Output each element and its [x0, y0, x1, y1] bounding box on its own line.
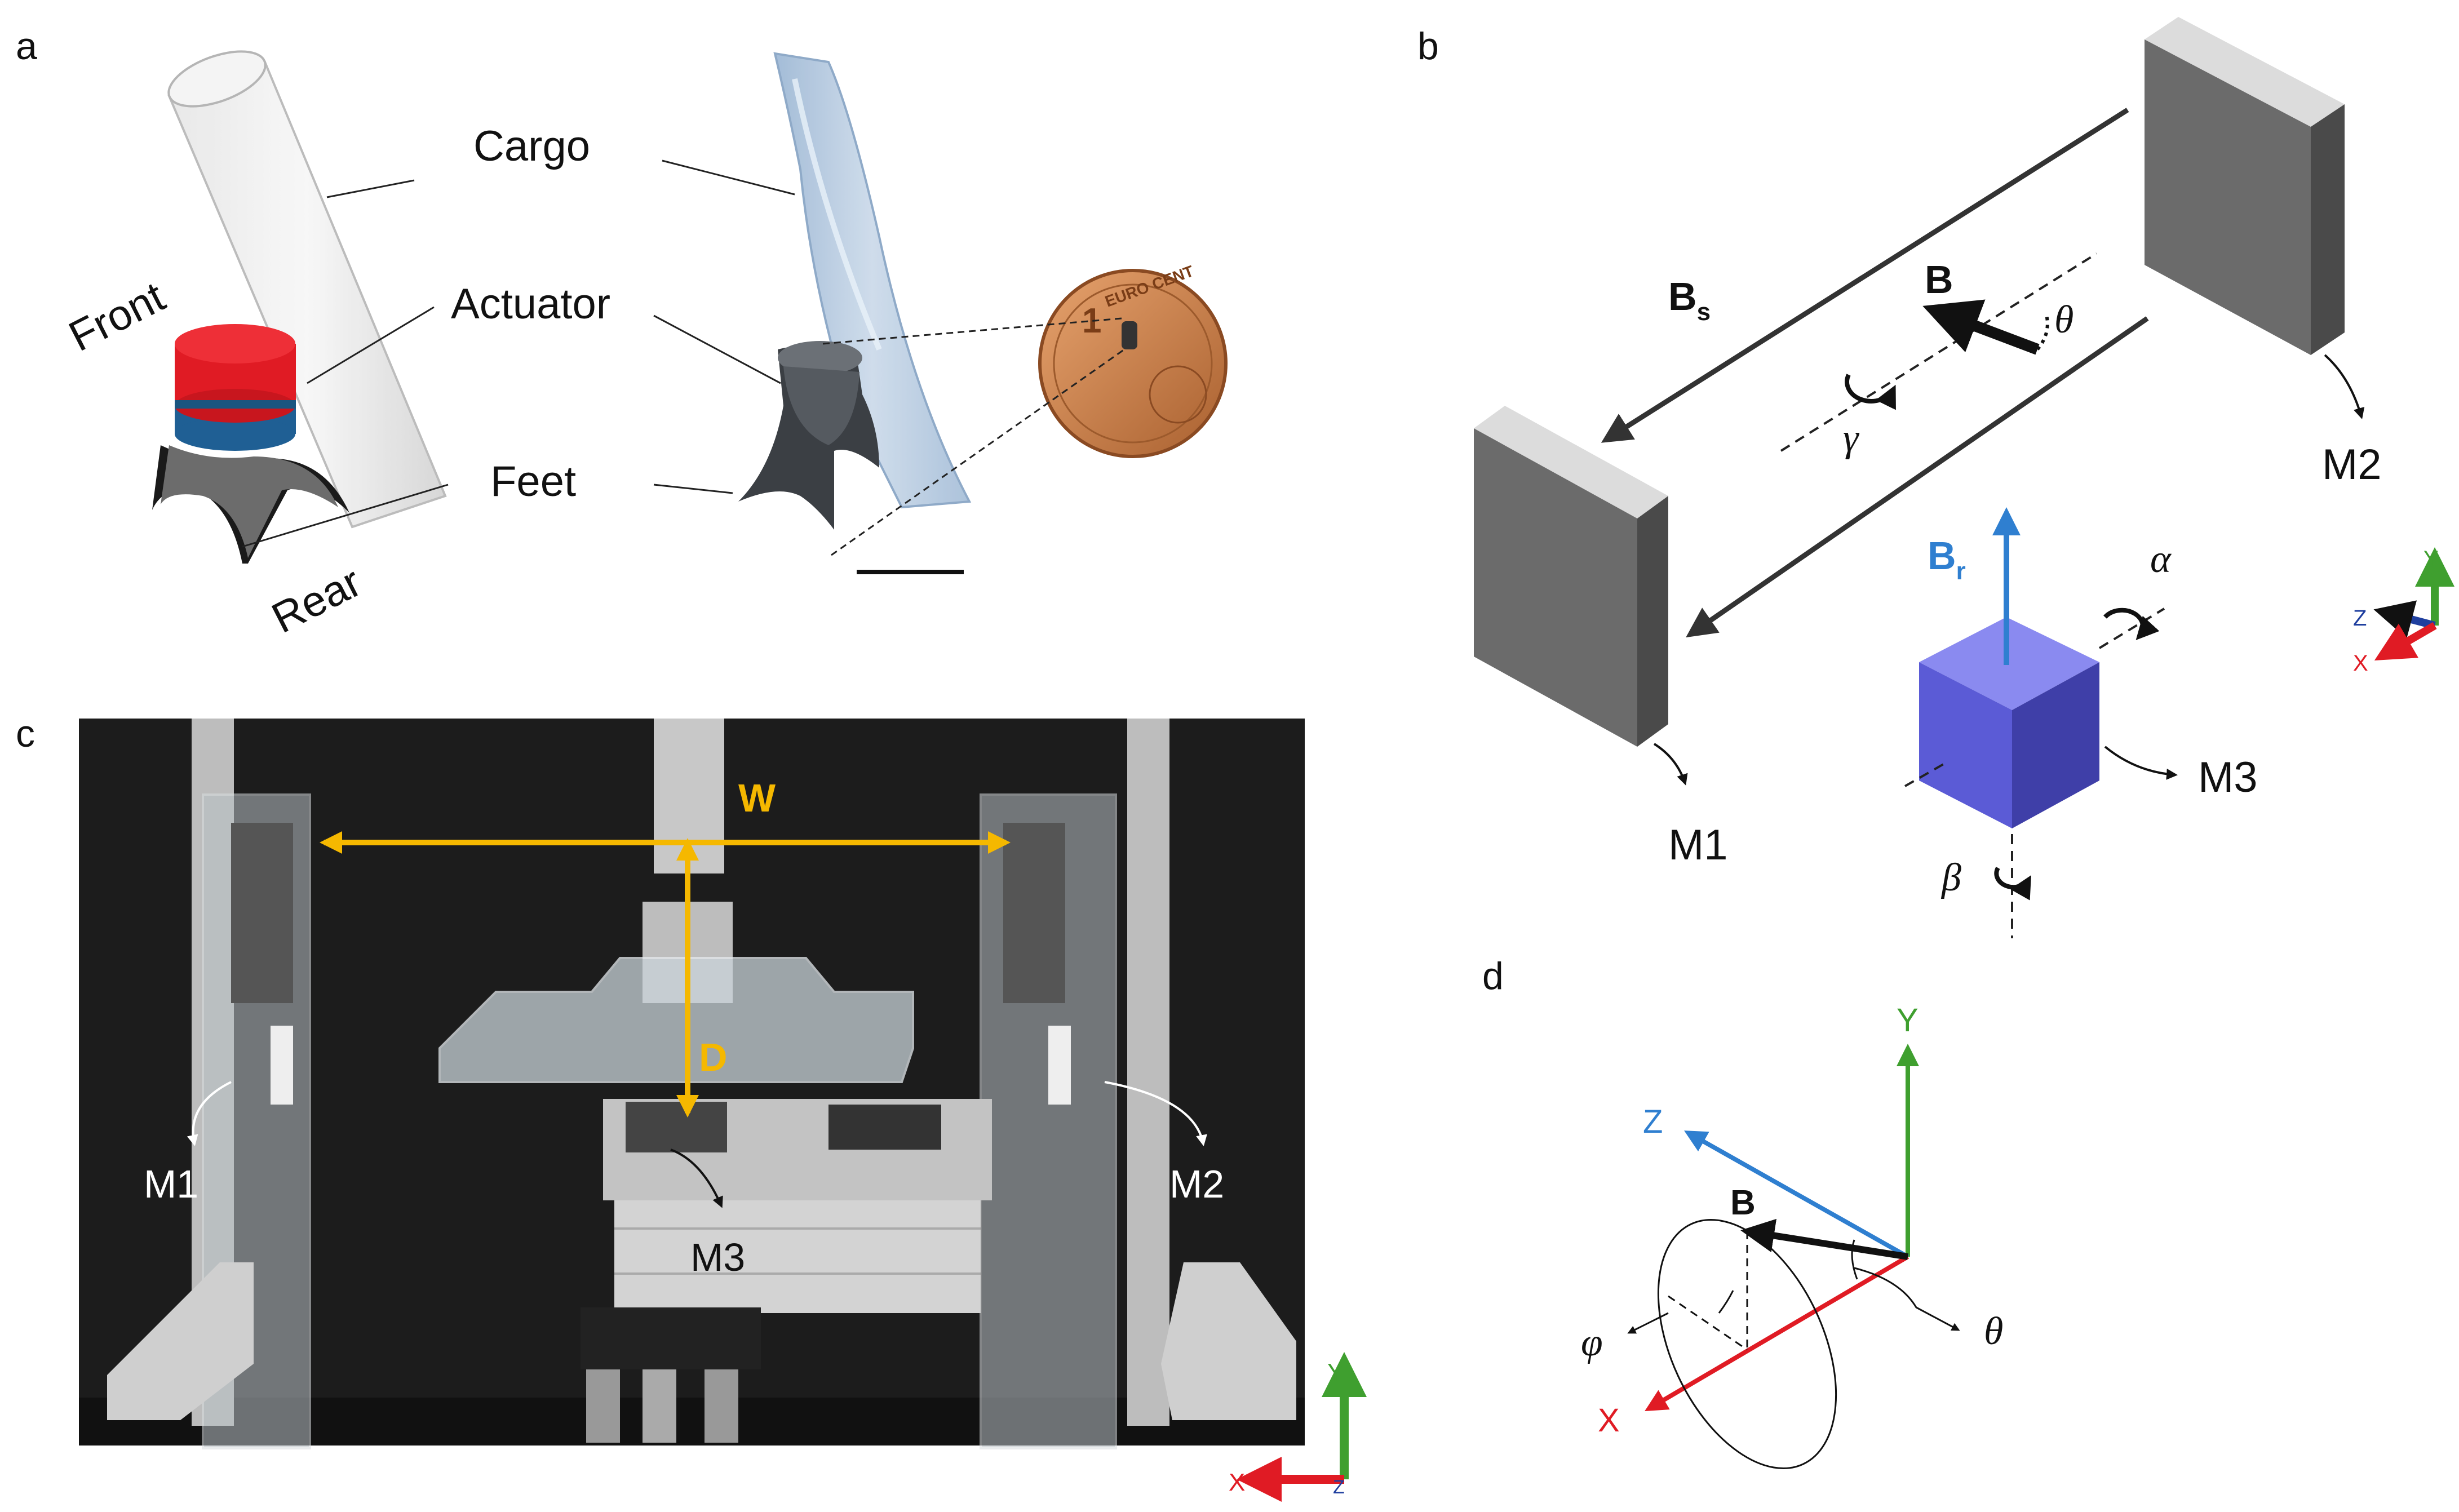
static-field-line-2 — [1686, 316, 2149, 638]
m1-photo-pointer — [187, 1081, 232, 1146]
panel-c: c — [16, 712, 1367, 1502]
label-front: Front — [61, 273, 172, 361]
d-cone-circle — [1657, 1219, 1837, 1469]
cargo-tube-schematic — [167, 50, 447, 529]
d-label-theta: θ — [1984, 1310, 2003, 1353]
label-m3-b: M3 — [2198, 753, 2258, 801]
triad-b-x: X — [2353, 651, 2368, 676]
d-label-phi: φ — [1581, 1321, 1603, 1364]
d-phi-arc — [1718, 1290, 1734, 1314]
actuator-photo-leader-line — [653, 314, 781, 384]
d-label-y: Y — [1897, 1002, 1919, 1039]
m1-pointer — [1653, 743, 1688, 786]
zoom-line-bottom — [831, 348, 1125, 556]
panel-a: a Cargo Actuator Feet Front Rear — [16, 25, 1228, 643]
d-label-x: X — [1598, 1402, 1620, 1439]
label-w: W — [738, 776, 776, 820]
gamma-rotation-icon — [1845, 374, 1896, 410]
m3-pointer — [2104, 746, 2178, 780]
triad-b-y: Y — [2423, 547, 2439, 571]
m2-pointer — [2324, 354, 2365, 419]
alpha-axis-lower — [1904, 762, 1945, 787]
panel-letter-d: d — [1482, 955, 1504, 997]
panel-d: d Y Z X B φ θ — [1482, 955, 2003, 1469]
triad-b-z: Z — [2353, 606, 2367, 631]
d-theta-pointer — [1854, 1267, 1960, 1331]
label-rear: Rear — [264, 558, 369, 643]
actuator-leader-line — [307, 306, 435, 384]
panel-letter-c: c — [16, 712, 35, 755]
label-cargo: Cargo — [473, 122, 590, 170]
d-axis-x — [1645, 1254, 1909, 1412]
label-d: D — [699, 1035, 728, 1079]
euro-cent-coin: 1 EURO CENT — [1038, 262, 1228, 458]
feet-photo-leader-line — [653, 484, 733, 494]
panel-letter-b: b — [1417, 25, 1439, 68]
actuator-on-coin — [1122, 321, 1137, 349]
feet-leader-line — [242, 484, 449, 548]
theta-arc-b — [2036, 312, 2049, 351]
d-theta-arc — [1851, 1239, 1858, 1280]
m3-photo-pointer — [670, 1149, 723, 1208]
label-theta-b: θ — [2054, 298, 2073, 342]
beta-rotation-icon — [1994, 867, 2031, 901]
field-vector-b — [1922, 299, 2040, 355]
magnet-m2 — [2145, 17, 2345, 355]
triad-c-x: X — [1229, 1469, 1245, 1496]
alpha-axis-upper — [2098, 608, 2165, 649]
label-m1-c: M1 — [144, 1162, 198, 1206]
alpha-rotation-icon — [2103, 608, 2160, 640]
label-beta: β — [1940, 856, 1961, 899]
zoom-line-top — [822, 317, 1122, 345]
label-feet: Feet — [490, 458, 576, 506]
label-m2-b: M2 — [2322, 441, 2382, 489]
setup-photo — [79, 719, 1305, 1449]
label-m1-b: M1 — [1668, 821, 1728, 869]
label-actuator: Actuator — [451, 280, 610, 328]
axis-triad-b: Y Z X — [2353, 547, 2454, 676]
static-field-line-1 — [1601, 108, 2129, 443]
actuator-schematic — [152, 324, 349, 564]
label-gamma: γ — [1843, 416, 1860, 460]
cargo-leader-line — [326, 179, 415, 198]
m2-photo-pointer — [1104, 1081, 1207, 1146]
panel-b: b Bs B θ γ Br — [1417, 17, 2454, 938]
label-bs: Bs — [1668, 274, 1711, 326]
panel-letter-a: a — [16, 25, 37, 68]
triad-c-y: Y — [1327, 1359, 1344, 1386]
label-m3-c: M3 — [690, 1235, 745, 1279]
d-field-vector — [1740, 1218, 1908, 1260]
cargo-photo-leader-line — [662, 159, 795, 196]
d-axis-z — [1684, 1130, 1909, 1259]
label-m2-c: M2 — [1169, 1162, 1224, 1206]
triad-c-z: Z — [1333, 1476, 1345, 1498]
d-projection-radial — [1668, 1295, 1748, 1351]
d-label-z: Z — [1643, 1103, 1663, 1140]
label-b-panel-b: B — [1925, 258, 1953, 301]
prototype-photo — [738, 52, 972, 530]
magnet-m1 — [1474, 406, 1668, 747]
label-alpha: α — [2150, 538, 2172, 581]
axis-triad-c: Y X Z — [1229, 1352, 1367, 1502]
d-phi-pointer — [1627, 1312, 1669, 1334]
label-br: Br — [1928, 534, 1966, 585]
d-label-b: B — [1730, 1183, 1756, 1222]
